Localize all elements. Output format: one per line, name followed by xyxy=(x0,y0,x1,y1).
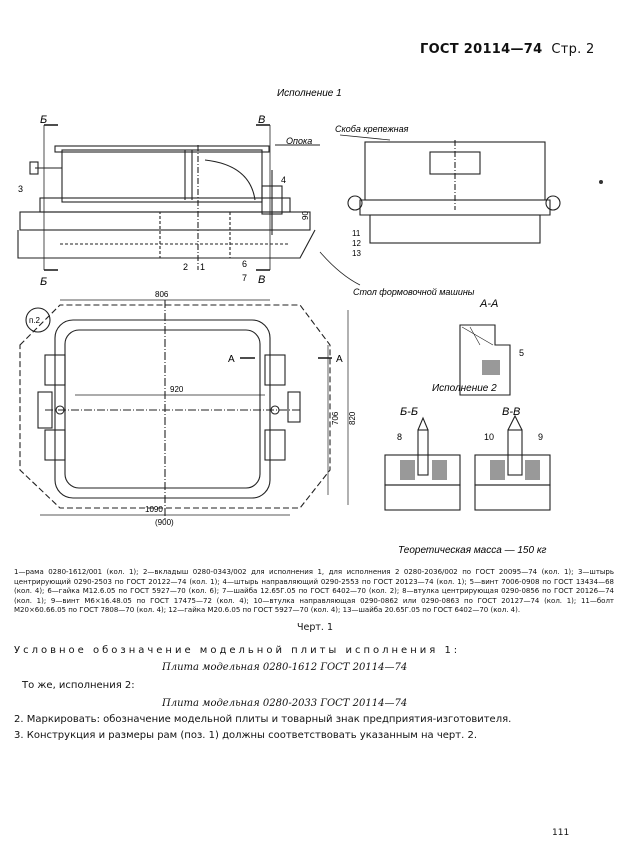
callout-5: 5 xyxy=(519,348,524,358)
callout-4: 4 xyxy=(281,175,286,185)
dim-90: 90 xyxy=(301,211,310,220)
section-mark-a-left: А xyxy=(228,354,235,365)
execution1-title: Исполнение 1 xyxy=(277,88,342,99)
callout-13: 13 xyxy=(352,249,361,258)
item-3: 3. Конструкция и размеры рам (поз. 1) до… xyxy=(14,730,477,741)
section-bb-title: Б-Б xyxy=(400,406,418,418)
page-label: Стр. 2 xyxy=(551,42,595,57)
section-mark-b-top: Б xyxy=(40,114,47,126)
technical-drawing: Исполнение 1 Исполнение 2 Б В Б В Опока … xyxy=(17,88,603,556)
page-header: ГОСТ 20114—74 Стр. 2 xyxy=(420,42,595,57)
bracket-label: Скоба крепежная xyxy=(335,124,409,134)
dim-900: (900) xyxy=(155,518,174,527)
section-mark-v-top: В xyxy=(258,114,265,126)
dim-920: 920 xyxy=(170,385,184,394)
dim-1090: 1090 xyxy=(145,505,163,514)
callout-1: 1 xyxy=(200,262,205,272)
callout-12: 12 xyxy=(352,239,361,248)
designation-intro: Условное обозначение модельной плиты исп… xyxy=(14,645,461,656)
section-aa-title: А-А xyxy=(479,298,498,310)
standard-number: ГОСТ 20114—74 xyxy=(420,42,543,57)
callout-11: 11 xyxy=(352,229,361,238)
callout-2: 2 xyxy=(183,262,188,272)
section-mark-a-right: А xyxy=(336,354,343,365)
flask-label: Опока xyxy=(286,136,312,146)
callout-10: 10 xyxy=(484,432,494,442)
dim-706: 706 xyxy=(331,411,340,425)
table-label: Стол формовочной машины xyxy=(353,287,475,297)
item-2: 2. Маркировать: обозначение модельной пл… xyxy=(14,714,512,725)
section-mark-b-bottom: Б xyxy=(40,276,47,288)
callout-7: 7 xyxy=(242,273,247,283)
same-exec2-label: То же, исполнения 2: xyxy=(22,680,135,691)
figure-caption: Черт. 1 xyxy=(297,622,334,633)
callout-8: 8 xyxy=(397,432,402,442)
callout-9: 9 xyxy=(538,432,543,442)
dim-806: 806 xyxy=(155,290,169,299)
execution2-title: Исполнение 2 xyxy=(432,383,497,394)
section-mark-v-bottom: В xyxy=(258,274,265,286)
dim-820: 820 xyxy=(348,411,357,425)
note-p2: п.2 xyxy=(29,316,41,325)
parts-list: 1—рама 0280-1612/001 (кол. 1); 2—вкладыш… xyxy=(14,568,614,614)
theoretical-mass: Теоретическая масса — 150 кг xyxy=(398,545,547,556)
callout-3: 3 xyxy=(18,184,23,194)
page-number: 111 xyxy=(552,828,570,838)
section-vv-title: В-В xyxy=(502,406,520,418)
designation-exec1: Плита модельная 0280-1612 ГОСТ 20114—74 xyxy=(162,662,408,673)
callout-6: 6 xyxy=(242,259,247,269)
designation-exec2: Плита модельная 0280-2033 ГОСТ 20114—74 xyxy=(162,698,408,709)
